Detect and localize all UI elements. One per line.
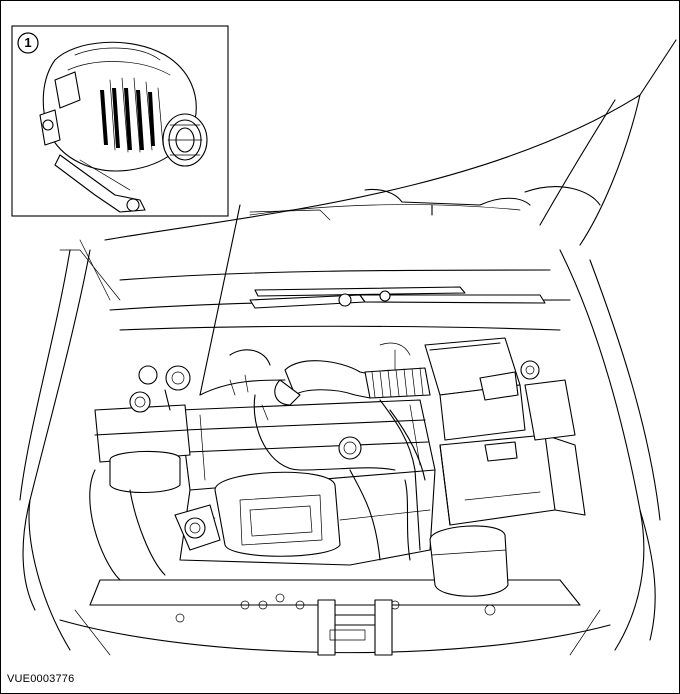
callout-number: 1: [24, 35, 32, 50]
brake-fluid-reservoir: [138, 365, 191, 411]
alternator-icon: [39, 41, 208, 213]
leader-line: [199, 204, 241, 396]
wiper-cowl: [109, 269, 571, 331]
callout-circle: [17, 32, 39, 54]
air-filter-box: [424, 337, 526, 441]
hoses-and-wiring: [89, 342, 426, 581]
battery: [439, 434, 586, 526]
air-intake-duct: [274, 360, 431, 406]
coolant-expansion-tank: [94, 391, 191, 493]
reference-code: VUE0003776: [7, 673, 75, 685]
washer-reservoir: [429, 525, 509, 597]
fuse-box: [520, 360, 576, 441]
engine-block: [174, 399, 436, 566]
hood: [59, 39, 677, 301]
vehicle-body: [19, 249, 661, 656]
alternator-inset: [11, 25, 229, 217]
